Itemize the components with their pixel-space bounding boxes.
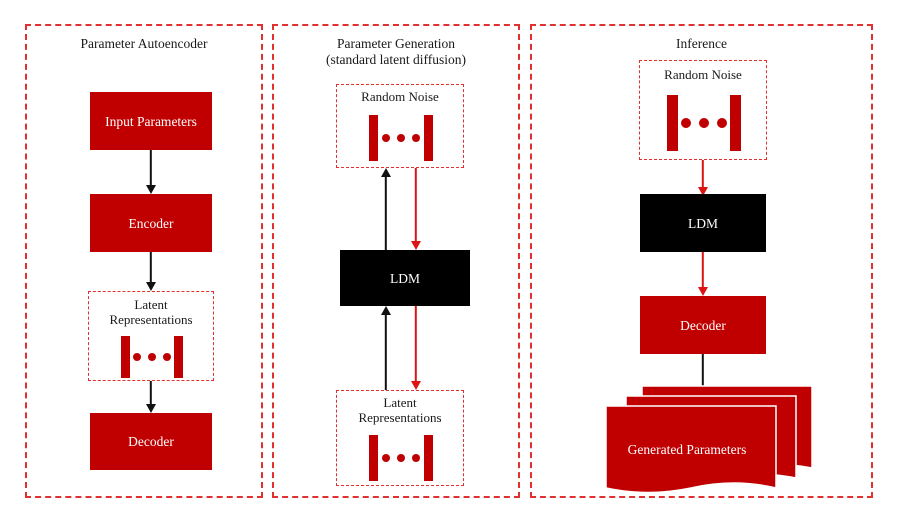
panel-title-parameter-autoencoder: Parameter Autoencoder <box>80 36 208 51</box>
block-label-decoder: Decoder <box>128 434 174 449</box>
block-ldm-inference: LDM <box>640 194 766 252</box>
arrow-ldm-to-noise <box>379 168 393 250</box>
arrow-ldm-to-latent <box>409 306 423 390</box>
group-label-random-noise: Random Noise <box>664 67 742 82</box>
arrow-ldm-to-decoder <box>696 252 710 296</box>
stack-generated-parameters: Generated Parameters <box>600 382 820 492</box>
arrow-encoder-to-latent <box>144 252 158 291</box>
panel-parameter-autoencoder: Parameter Autoencoder <box>25 24 263 498</box>
group-label-random-noise: Random Noise <box>361 89 439 104</box>
block-label-ldm: LDM <box>390 270 420 286</box>
arrow-latent-to-decoder <box>144 381 158 413</box>
panel-title-inference: Inference <box>676 36 727 51</box>
panel-inference: Inference <box>530 24 873 498</box>
panel-title-parameter-generation: Parameter Generation (standard latent di… <box>326 36 466 67</box>
group-latent-representations-gen: Latent Representations <box>336 390 464 486</box>
block-decoder-ae: Decoder <box>90 413 212 470</box>
block-input-parameters: Input Parameters <box>90 92 212 150</box>
arrow-noise-to-ldm-gen <box>409 168 423 250</box>
group-random-noise-inference: Random Noise <box>639 60 767 160</box>
block-label-encoder: Encoder <box>128 215 174 231</box>
noise-glyph <box>640 95 768 151</box>
panel-parameter-generation: Parameter Generation (standard latent di… <box>272 24 520 498</box>
block-label-input-parameters: Input Parameters <box>105 113 197 129</box>
block-label-decoder: Decoder <box>680 317 726 333</box>
group-latent-representations-ae: Latent Representations <box>88 291 214 381</box>
generated-parameters-shape <box>605 385 813 492</box>
block-encoder: Encoder <box>90 194 212 252</box>
group-random-noise-gen: Random Noise <box>336 84 464 168</box>
block-label-ldm: LDM <box>688 215 718 231</box>
group-label-latent-representations: Latent Representations <box>109 297 193 327</box>
block-decoder-inference: Decoder <box>640 296 766 354</box>
arrow-latent-to-ldm <box>379 306 393 390</box>
latent-glyph <box>89 336 215 378</box>
latent-glyph <box>337 435 465 481</box>
group-label-latent-representations: Latent Representations <box>358 395 442 425</box>
arrow-noise-to-ldm-inference <box>696 160 710 196</box>
block-ldm-gen: LDM <box>340 250 470 306</box>
stack-label-generated-parameters: Generated Parameters <box>627 442 747 457</box>
noise-glyph <box>337 115 465 161</box>
arrow-input-to-encoder <box>144 150 158 194</box>
